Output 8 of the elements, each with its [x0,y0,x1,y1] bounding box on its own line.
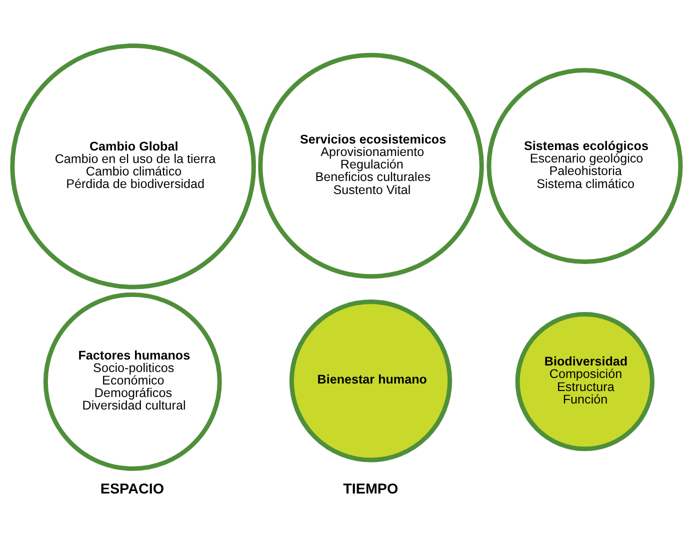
label: TIEMPO [343,481,398,498]
node-circle: Biodiversidad Composición Estructura Función [515,312,654,451]
node-circle: Sistemas ecológicos Escenario geológico Paleohistoria Sistema climático [486,67,683,264]
node-circle: Servicios ecosistemicos Aprovisionamiento Regulación Beneficios culturales Sustento Vital [258,52,484,278]
node-circle: Factores humanos Socio-politicos Económico Demográficos Diversidad cultural [43,292,222,470]
node-circle: Cambio Global Cambio en el uso de la tierra Cambio climático Pérdida de biodiversidad [10,42,256,289]
node-circle: Bienestar humano [289,299,452,462]
label: ESPACIO [100,481,164,498]
